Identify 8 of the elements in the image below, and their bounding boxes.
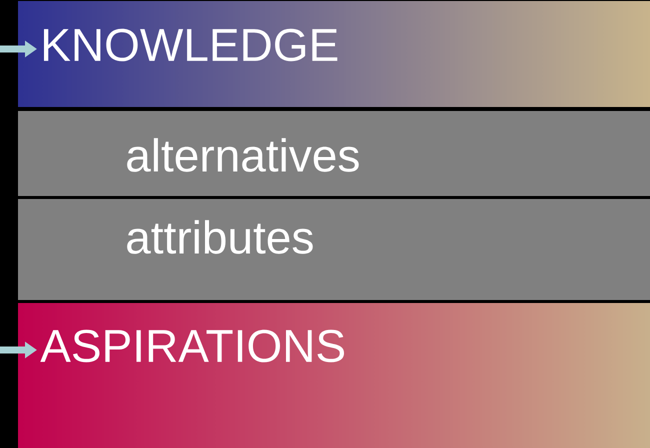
- band: [17, 198, 650, 301]
- band: [17, 110, 650, 197]
- band-label: ASPIRATIONS: [40, 330, 344, 362]
- band-label: attributes: [127, 220, 313, 254]
- band-label: alternatives: [127, 138, 359, 172]
- band-label: KNOWLEDGE: [44, 28, 338, 62]
- gradient-band: [17, 0, 650, 108]
- gradient-band: [17, 302, 650, 448]
